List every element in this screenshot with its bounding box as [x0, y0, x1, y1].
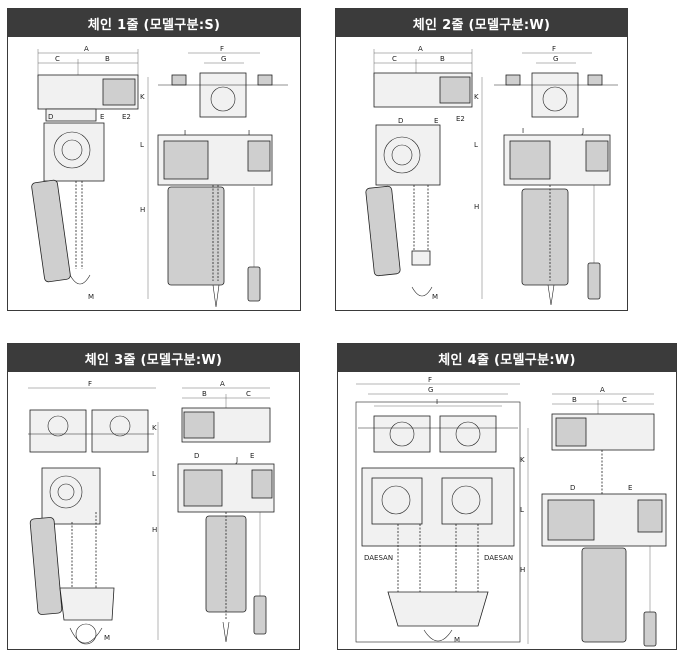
dim-label-e: E: [100, 113, 104, 121]
dim-label-g: G: [553, 55, 558, 63]
dim-label-h: H: [474, 203, 479, 211]
dim-label-d: D: [194, 452, 199, 460]
dim-label-h: H: [520, 566, 525, 574]
dim-label-j: J: [247, 129, 250, 137]
dim-label-e: E: [434, 117, 438, 125]
panel-chain-2: 체인 2줄 (모델구분:W) A C B D E E2 M K L H F G: [335, 8, 628, 311]
panel-title: 체인 4줄 (모델구분:W): [338, 344, 676, 372]
dim-label-k: K: [520, 456, 525, 464]
dim-label-b: B: [105, 55, 110, 63]
dim-label-k: K: [152, 424, 157, 432]
dim-label-c: C: [392, 55, 397, 63]
dim-label-f: F: [220, 45, 224, 53]
panel-chain-1: 체인 1줄 (모델구분:S) A C B D E E2 M K L H F: [7, 8, 301, 311]
dim-label-m: M: [432, 293, 438, 301]
dim-label-d: D: [570, 484, 575, 492]
dim-label-a: A: [418, 45, 423, 53]
dim-label-c: C: [246, 390, 251, 398]
dim-label-b: B: [202, 390, 207, 398]
hoist-drawing-chain-3: F M K L H A B C D E J: [28, 380, 275, 645]
hoist-drawing-chain-1: A C B D E E2 M K L H F G I J: [31, 45, 288, 308]
dim-label-f: F: [428, 376, 432, 384]
dim-label-a: A: [220, 380, 225, 388]
dim-label-j: J: [581, 127, 584, 135]
dim-label-a: A: [600, 386, 605, 394]
dim-label-m: M: [104, 634, 110, 642]
dim-label-c: C: [55, 55, 60, 63]
dim-label-d: D: [398, 117, 403, 125]
dim-label-k: K: [474, 93, 479, 101]
dim-label-k: K: [140, 93, 145, 101]
dim-label-m: M: [88, 293, 94, 301]
panel-chain-4: 체인 4줄 (모델구분:W) F G I DAESAN DAESAN M K L…: [337, 343, 677, 650]
dim-label-i: I: [522, 127, 524, 135]
dim-label-l: L: [520, 506, 524, 514]
dim-label-h: H: [152, 526, 157, 534]
panel-chain-3: 체인 3줄 (모델구분:W) F M K L H A B C D E: [7, 343, 300, 650]
dim-label-g: G: [428, 386, 433, 394]
dim-label-d: D: [48, 113, 53, 121]
panel-title: 체인 3줄 (모델구분:W): [8, 344, 299, 372]
dim-label-m: M: [454, 636, 460, 644]
dim-label-l: L: [474, 141, 478, 149]
dim-label-c: C: [622, 396, 627, 404]
hoist-drawing-chain-4: F G I DAESAN DAESAN M K L H A B C: [355, 376, 667, 647]
dim-label-l: L: [152, 470, 156, 478]
brand-label-left: DAESAN: [364, 554, 393, 562]
dim-label-b: B: [440, 55, 445, 63]
dim-label-b: B: [572, 396, 577, 404]
dim-label-a: A: [84, 45, 89, 53]
dim-label-h: H: [140, 206, 145, 214]
dim-label-e: E: [250, 452, 254, 460]
dim-label-g: G: [221, 55, 226, 63]
dim-label-e2: E2: [456, 115, 465, 123]
dim-label-e: E: [628, 484, 632, 492]
dim-label-e2: E2: [122, 113, 131, 121]
dim-label-i: I: [184, 129, 186, 137]
panel-title: 체인 1줄 (모델구분:S): [8, 9, 300, 37]
dim-label-f: F: [552, 45, 556, 53]
panel-title: 체인 2줄 (모델구분:W): [336, 9, 627, 37]
dim-label-j: J: [235, 456, 238, 464]
dim-label-f: F: [88, 380, 92, 388]
brand-label-right: DAESAN: [484, 554, 513, 562]
dim-label-l: L: [140, 141, 144, 149]
hoist-drawing-chain-2: A C B D E E2 M K L H F G I J: [365, 45, 618, 306]
